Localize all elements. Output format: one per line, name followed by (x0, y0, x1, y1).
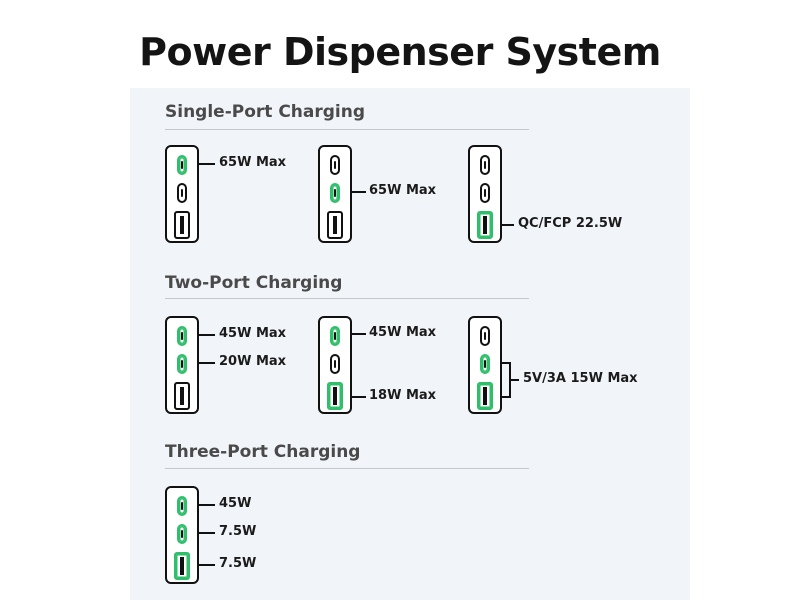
usb-c1-port (177, 496, 187, 516)
section-title-three-port: Three-Port Charging (165, 442, 361, 462)
connector-line (350, 333, 366, 335)
usb-c1-port (480, 326, 490, 346)
port-label: 5V/3A 15W Max (523, 371, 638, 386)
usb-a-port (327, 211, 343, 239)
usb-a-port (174, 382, 190, 410)
usb-a-port (477, 211, 493, 239)
connector-line (350, 191, 366, 193)
connector-line (197, 362, 215, 364)
section-divider (165, 468, 529, 469)
section-title-two-port: Two-Port Charging (165, 273, 343, 293)
usb-a-port (477, 382, 493, 410)
usb-c1-port (330, 155, 340, 175)
usb-a-port (174, 552, 190, 580)
connector-line (197, 334, 215, 336)
usb-c2-port (480, 354, 490, 374)
charger-single-2 (318, 145, 352, 243)
port-label: 45W Max (219, 326, 287, 341)
background-panel (130, 88, 690, 600)
usb-c1-port (480, 155, 490, 175)
port-label: 45W (219, 496, 252, 511)
usb-c2-port (330, 354, 340, 374)
port-label: 20W Max (219, 354, 287, 369)
usb-a-port (174, 211, 190, 239)
usb-c1-port (177, 155, 187, 175)
connector-line (350, 396, 366, 398)
page-title: Power Dispenser System (139, 30, 661, 74)
charger-single-1 (165, 145, 199, 243)
connector-line (197, 504, 215, 506)
usb-a-port (327, 382, 343, 410)
usb-c2-port (330, 183, 340, 203)
charger-single-3 (468, 145, 502, 243)
section-title-single-port: Single-Port Charging (165, 102, 366, 122)
port-label: QC/FCP 22.5W (518, 216, 623, 231)
port-label: 65W Max (219, 155, 287, 170)
charger-two-3 (468, 316, 502, 414)
charger-three (165, 486, 199, 584)
connector-line (197, 163, 215, 165)
port-label: 45W Max (369, 325, 437, 340)
connector-line (197, 532, 215, 534)
usb-c2-port (480, 183, 490, 203)
port-label: 65W Max (369, 183, 437, 198)
usb-c2-port (177, 524, 187, 544)
usb-c2-port (177, 354, 187, 374)
usb-c1-port (177, 326, 187, 346)
section-divider (165, 129, 529, 130)
connector-line (500, 224, 514, 226)
port-label: 18W Max (369, 388, 437, 403)
port-label: 7.5W (219, 524, 257, 539)
bracket-line (500, 396, 510, 398)
charger-two-1 (165, 316, 199, 414)
usb-c1-port (330, 326, 340, 346)
charger-two-2 (318, 316, 352, 414)
port-label: 7.5W (219, 556, 257, 571)
usb-c2-port (177, 183, 187, 203)
bracket-line (500, 362, 510, 364)
connector-line (197, 564, 215, 566)
connector-line (509, 379, 519, 381)
section-divider (165, 298, 529, 299)
